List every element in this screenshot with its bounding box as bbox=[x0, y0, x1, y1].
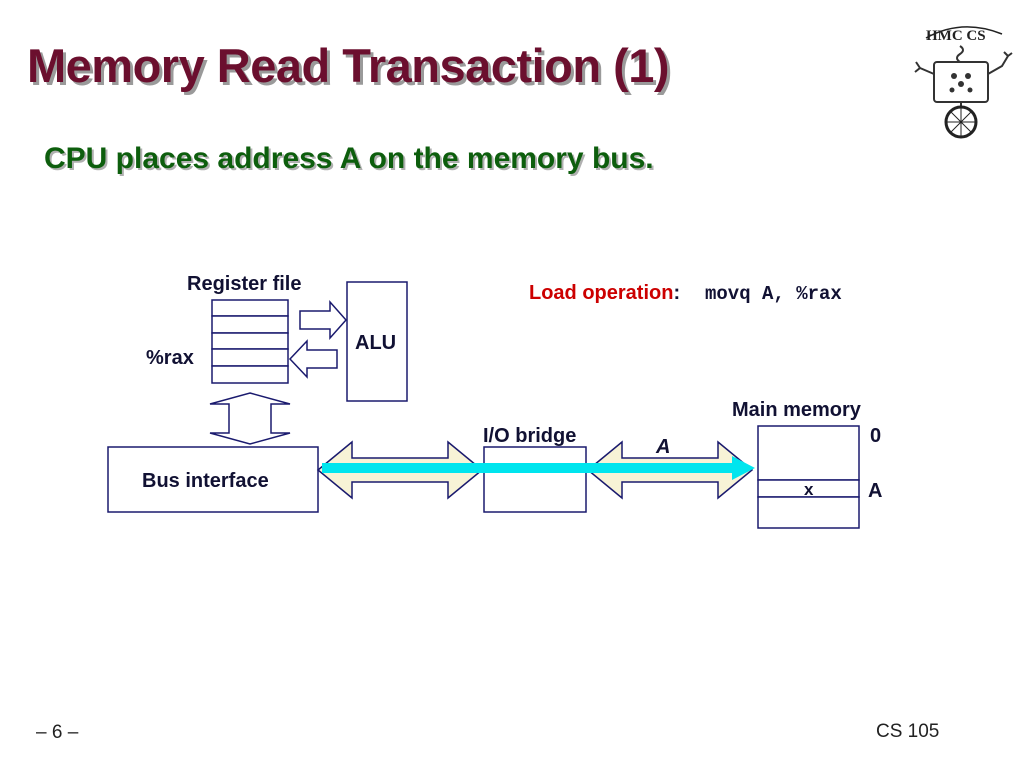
course-label: CS 105 bbox=[876, 721, 940, 742]
address-a-label: A bbox=[655, 436, 670, 458]
alu-to-regfile-arrow bbox=[288, 339, 338, 379]
register-row bbox=[211, 315, 289, 334]
memory-address-zero: 0 bbox=[870, 425, 881, 447]
memory-region-upper bbox=[757, 425, 860, 481]
register-row bbox=[211, 348, 289, 367]
register-file-label: Register file bbox=[187, 273, 301, 295]
register-row bbox=[211, 365, 289, 384]
bus-interface-box bbox=[107, 446, 319, 513]
memory-address-a: A bbox=[868, 480, 882, 502]
main-memory-label: Main memory bbox=[732, 399, 862, 421]
load-operation-text: Load operation: bbox=[529, 282, 680, 304]
io-bridge-box bbox=[483, 446, 587, 513]
load-instruction: movq A, %rax bbox=[705, 283, 842, 305]
cpu-internal-bus-arrow bbox=[209, 392, 291, 445]
memory-cell-value: x bbox=[804, 480, 814, 499]
page-number: – 6 – bbox=[36, 722, 79, 743]
bus-interface-label: Bus interface bbox=[142, 470, 269, 492]
load-operation-prefix: Load operation bbox=[529, 282, 673, 304]
register-row bbox=[211, 332, 289, 350]
alu-label: ALU bbox=[355, 332, 396, 354]
slide-subtitle: CPU places address A on the memory bus. bbox=[44, 142, 654, 175]
logo-text: HMC CS bbox=[926, 28, 986, 44]
memory-region-lower bbox=[757, 496, 860, 529]
register-row bbox=[211, 299, 289, 317]
slide-title: Memory Read Transaction (1) bbox=[27, 39, 670, 92]
alu-box bbox=[346, 281, 408, 402]
hmc-cs-logo-icon: HMC CS bbox=[914, 26, 1013, 139]
address-signal-arrowhead bbox=[732, 456, 755, 480]
rax-label: %rax bbox=[146, 347, 194, 369]
load-operation-colon: : bbox=[673, 282, 680, 304]
main-memory-box bbox=[757, 425, 860, 529]
register-file bbox=[211, 299, 289, 384]
regfile-to-alu-arrow bbox=[299, 300, 348, 340]
io-bridge-label: I/O bridge bbox=[483, 425, 576, 447]
